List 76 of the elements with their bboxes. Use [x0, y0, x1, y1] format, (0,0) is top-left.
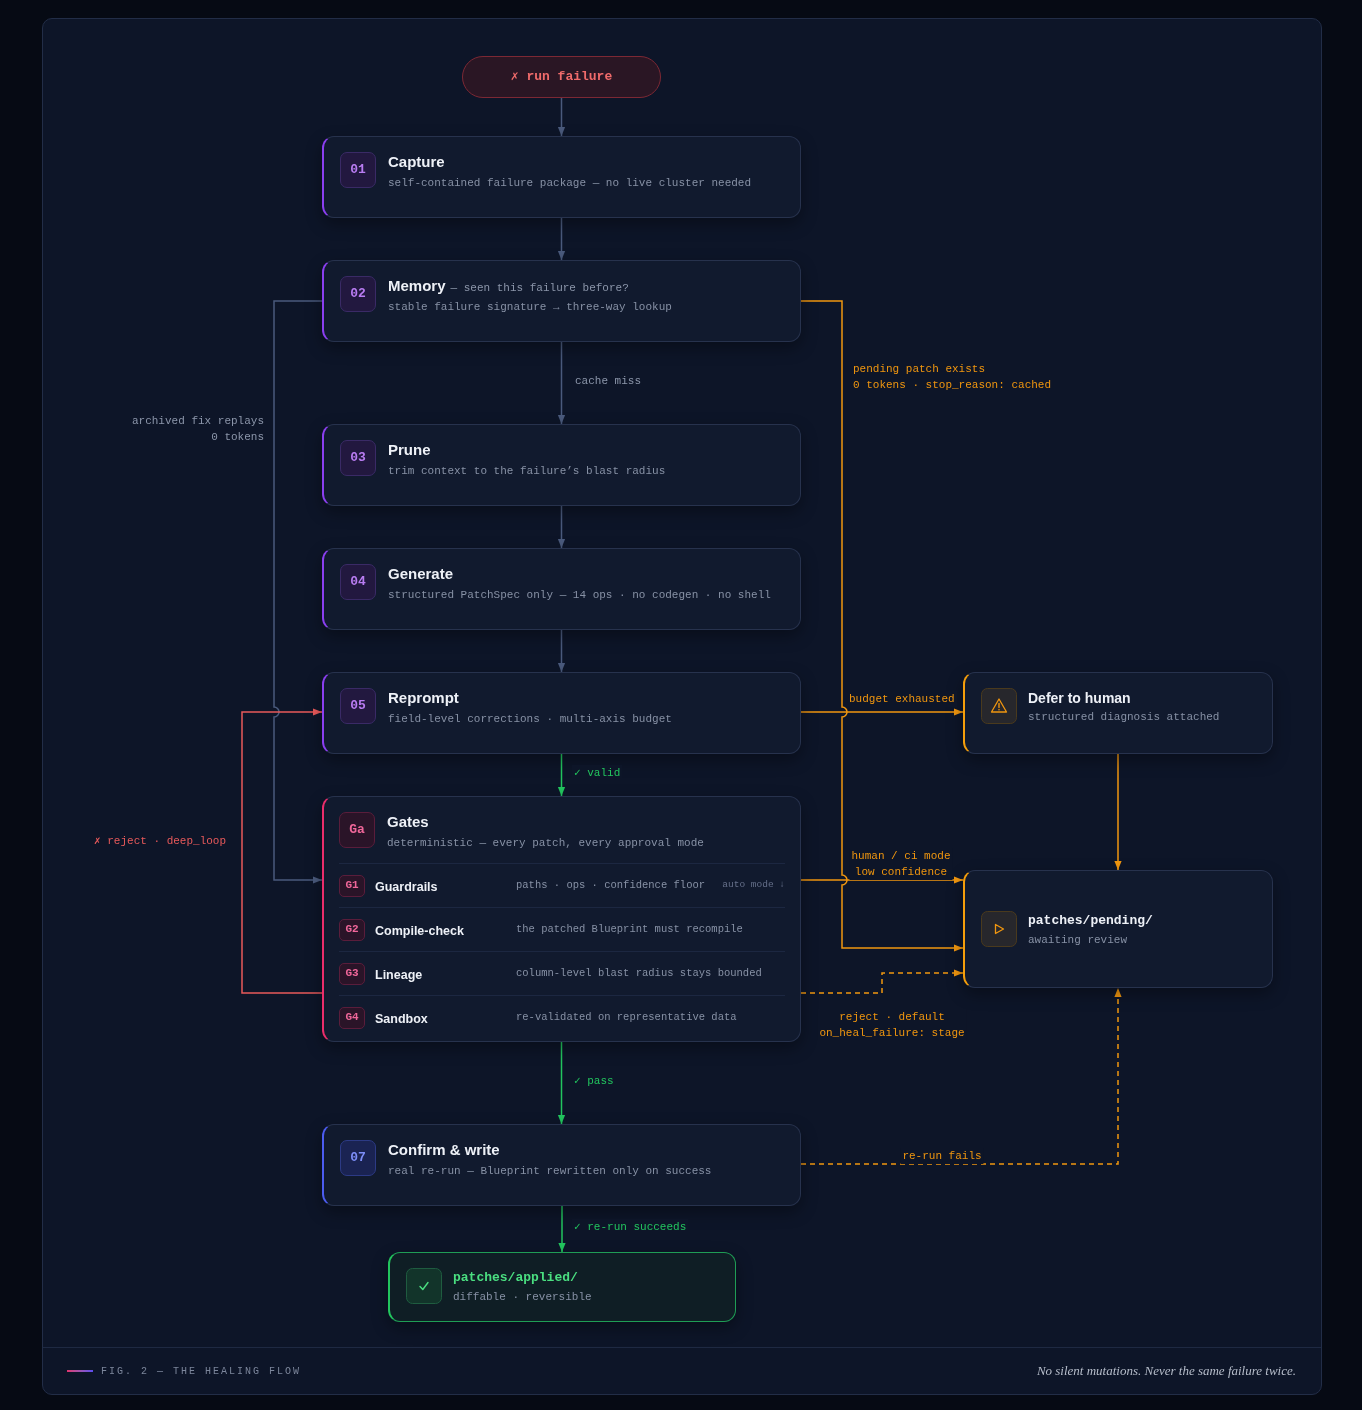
arrow — [800, 300, 964, 952]
mode-note: auto mode ↓ — [722, 878, 785, 893]
step-card — [322, 424, 801, 506]
step-badge: 02 — [340, 276, 376, 312]
figure-caption: FIG. 2 — THE HEALING FLOW — [101, 1364, 302, 1379]
arrow — [557, 217, 566, 261]
gate-badge: G4 — [339, 1006, 365, 1029]
step-description: structured PatchSpec only — 14 ops · no codegen · no shell — [388, 588, 771, 603]
outcome-card — [963, 870, 1273, 988]
step-title: Prune — [388, 440, 431, 460]
arrow — [241, 708, 323, 994]
step-badge: 04 — [340, 564, 376, 600]
arrow — [557, 341, 566, 425]
edge-label: human / ci mode low confidence — [849, 848, 953, 880]
step-description: deterministic — every patch, every approval mode — [387, 836, 704, 851]
gate-badge: G2 — [339, 918, 365, 941]
outcome-title: Defer to human — [1028, 689, 1132, 708]
arrow — [557, 753, 566, 797]
gate-description: re-validated on representative data — [516, 1009, 737, 1025]
gate-description: paths · ops · confidence floor — [516, 877, 706, 893]
step-card — [322, 548, 801, 630]
tagline: No silent mutations. Never the same failure twice. — [1036, 1362, 1296, 1381]
step-badge: 03 — [340, 440, 376, 476]
gate-description: the patched Blueprint must recompile — [516, 921, 743, 937]
step-description: real re-run — Blueprint rewritten only on success — [388, 1164, 712, 1179]
arrow — [557, 1041, 566, 1125]
arrow — [800, 708, 964, 716]
outcome-title: patches/pending/ — [1028, 911, 1153, 930]
gate-badge: G1 — [339, 874, 365, 897]
outcome-description: awaiting review — [1028, 932, 1129, 948]
edge-label: ✗ reject · deep_loop — [92, 833, 229, 849]
edge-label: reject · default on_heal_failure: stage — [817, 1009, 967, 1041]
edge-label: budget exhausted — [847, 691, 957, 707]
arrow — [557, 505, 566, 549]
step-card — [322, 672, 801, 754]
step-title: Generate — [388, 564, 454, 584]
step-card — [322, 136, 801, 218]
arrow — [273, 300, 323, 884]
outcome-description: structured diagnosis attached — [1028, 710, 1220, 725]
edge-label: pending patch exists 0 tokens · stop_reason: cached — [851, 361, 1054, 393]
title-note: — seen this failure before? — [450, 281, 629, 296]
step-badge: 05 — [340, 688, 376, 724]
dashed-arrow — [800, 987, 1122, 1165]
step-badge: 01 — [340, 152, 376, 188]
dashed-arrow — [800, 969, 964, 994]
outcome-description: diffable · reversible — [453, 1290, 592, 1305]
outcome-card — [388, 1252, 736, 1322]
step-title: Reprompt — [388, 688, 459, 708]
step-card — [322, 1124, 801, 1206]
gate-badge: G3 — [339, 962, 365, 985]
step-title: Confirm & write — [388, 1140, 500, 1160]
arrow — [1114, 753, 1122, 871]
step-description: stable failure signature → three-way lookup — [388, 300, 672, 315]
arrow — [557, 97, 566, 137]
step-badge: Ga — [339, 812, 375, 848]
outcome-card — [963, 672, 1273, 754]
step-description: trim context to the failure’s blast radius — [388, 464, 666, 479]
gate-name: Lineage — [375, 967, 423, 982]
step-description: self-contained failure package — no live cluster needed — [388, 176, 752, 191]
gate-name: Sandbox — [375, 1011, 428, 1026]
edge-label: re-run fails — [900, 1148, 984, 1164]
step-title: Gates — [387, 812, 429, 832]
outcome-title: patches/applied/ — [453, 1269, 579, 1287]
arrow — [558, 1205, 566, 1253]
step-title: Memory — [388, 276, 446, 296]
arrow — [800, 876, 964, 884]
step-badge: 07 — [340, 1140, 376, 1176]
gate-name: Guardrails — [375, 879, 438, 894]
gate-name: Compile-check — [375, 923, 464, 938]
start-pill: ✗ run failure — [462, 56, 661, 98]
step-title: Capture — [388, 152, 445, 172]
step-card — [322, 260, 801, 342]
gates-card — [322, 796, 801, 1042]
arrow — [557, 629, 566, 673]
gate-description: column-level blast radius stays bounded — [516, 965, 762, 981]
step-description: field-level corrections · multi-axis budget — [388, 712, 672, 727]
